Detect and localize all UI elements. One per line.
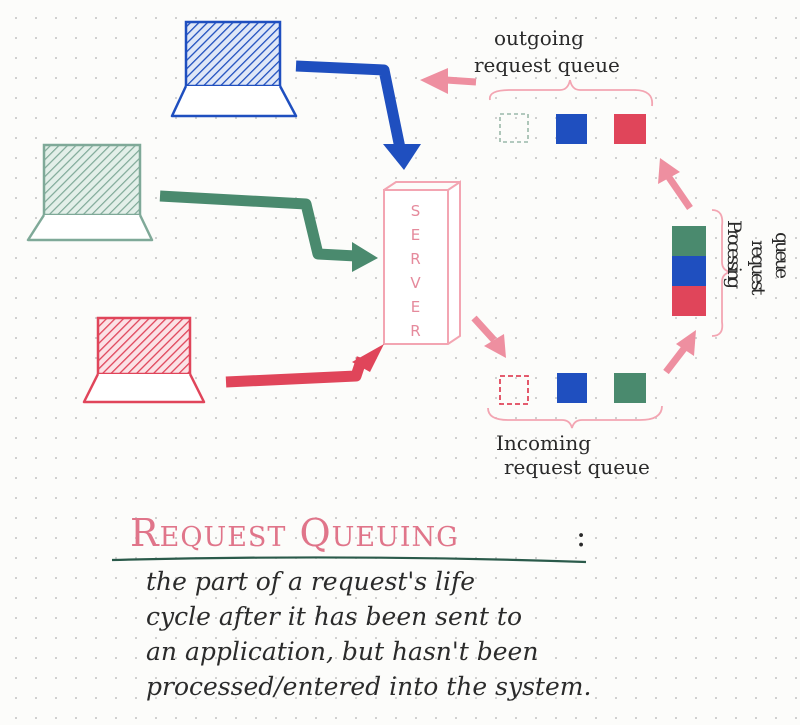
arrow-red-to-server bbox=[225, 344, 384, 388]
laptop-blue-icon bbox=[170, 20, 298, 118]
processing-item-blue bbox=[672, 256, 706, 286]
server-label: S E R V E R bbox=[410, 202, 422, 340]
incoming-label-line2: request queue bbox=[504, 455, 650, 479]
server-letter-5: E bbox=[411, 298, 421, 316]
processing-item-red bbox=[672, 286, 706, 316]
server-letter-4: V bbox=[410, 274, 421, 292]
outgoing-slot-empty bbox=[499, 113, 529, 143]
incoming-item-green bbox=[614, 373, 646, 403]
arrow-blue-to-server bbox=[295, 60, 421, 170]
laptop-red-icon bbox=[82, 316, 206, 404]
incoming-queue-brace bbox=[487, 405, 663, 429]
processing-label-col3: queue bbox=[771, 232, 793, 279]
processing-label-col2: request bbox=[747, 240, 769, 296]
processing-item-green bbox=[672, 226, 706, 256]
definition-line-3: an application, but hasn't been bbox=[146, 637, 539, 666]
arrow-outgoing-out bbox=[420, 68, 477, 94]
arrow-processing-to-outgoing bbox=[658, 158, 693, 210]
definition-line-2: cycle after it has been sent to bbox=[146, 602, 522, 631]
arrow-incoming-to-processing bbox=[663, 330, 696, 375]
server-letter-6: R bbox=[410, 322, 421, 340]
server-letter-3: R bbox=[410, 250, 421, 268]
arrow-green-to-server bbox=[159, 190, 378, 272]
server-letter-2: E bbox=[411, 226, 421, 244]
outgoing-item-red bbox=[614, 114, 646, 144]
incoming-label-line1: Incoming bbox=[496, 431, 591, 455]
incoming-item-blue bbox=[557, 373, 587, 403]
definition-line-1: the part of a request's life bbox=[146, 567, 476, 596]
definition-term: Request Queuing bbox=[130, 511, 459, 555]
processing-queue-brace bbox=[711, 209, 731, 337]
outgoing-label-line1: outgoing bbox=[494, 26, 584, 50]
definition-colon: : bbox=[576, 519, 586, 554]
laptop-green-icon bbox=[26, 143, 154, 242]
incoming-queue bbox=[499, 373, 646, 405]
server-box bbox=[383, 180, 461, 345]
incoming-slot-empty bbox=[499, 375, 529, 405]
server-letter-1: S bbox=[411, 202, 422, 220]
outgoing-queue bbox=[499, 113, 646, 144]
arrow-server-to-incoming bbox=[471, 315, 506, 358]
definition-line-4: processed/entered into the system. bbox=[146, 672, 592, 701]
definition-underline bbox=[111, 556, 587, 564]
outgoing-queue-brace bbox=[488, 79, 654, 107]
definition-text: the part of a request's life cycle after… bbox=[146, 564, 606, 704]
processing-queue bbox=[672, 226, 706, 316]
outgoing-item-blue bbox=[556, 114, 587, 144]
outgoing-label-line2: request queue bbox=[474, 53, 620, 77]
processing-label-col1: Processing bbox=[723, 220, 745, 289]
